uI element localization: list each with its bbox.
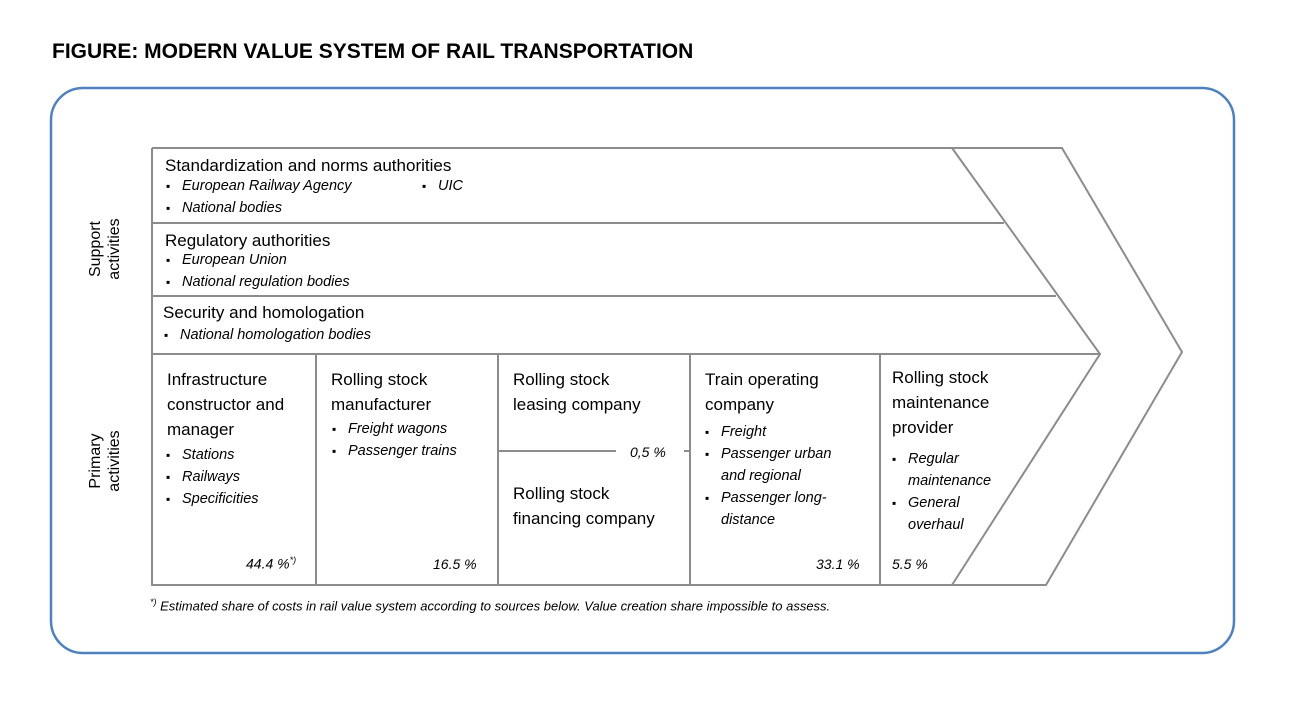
bullet-item: National bodies xyxy=(166,197,282,219)
cost-share: 33.1 % xyxy=(816,556,860,572)
support-heading: Regulatory authorities xyxy=(165,231,331,250)
outer-chevron xyxy=(151,147,1184,586)
cost-share: 16.5 % xyxy=(433,556,477,572)
cost-share: 0,5 % xyxy=(630,444,666,460)
bullet-item: European Railway Agency xyxy=(166,175,352,197)
cost-share: 5.5 % xyxy=(892,556,928,572)
bullet-list: Regular maintenance General overhaul xyxy=(892,448,991,536)
cost-share: 44.4 %*) xyxy=(246,555,297,572)
bullet-item: UIC xyxy=(422,175,463,197)
figure-title: FIGURE: MODERN VALUE SYSTEM OF RAIL TRAN… xyxy=(52,40,694,63)
bullet-item: National regulation bodies xyxy=(166,271,350,293)
bullet-list: Freight Passenger urban and regional Pas… xyxy=(705,421,831,531)
bullet-list: Freight wagonsPassenger trains xyxy=(332,418,457,462)
bullet-item: European Union xyxy=(166,249,287,271)
outer-frame xyxy=(49,86,1236,655)
bullet-item: National homologation bodies xyxy=(164,324,371,346)
support-heading: Standardization and norms authorities xyxy=(165,156,452,175)
footnote: *) Estimated share of costs in rail valu… xyxy=(150,597,831,614)
bullet-list: StationsRailwaysSpecificities xyxy=(166,444,259,510)
support-heading: Security and homologation xyxy=(163,303,365,322)
